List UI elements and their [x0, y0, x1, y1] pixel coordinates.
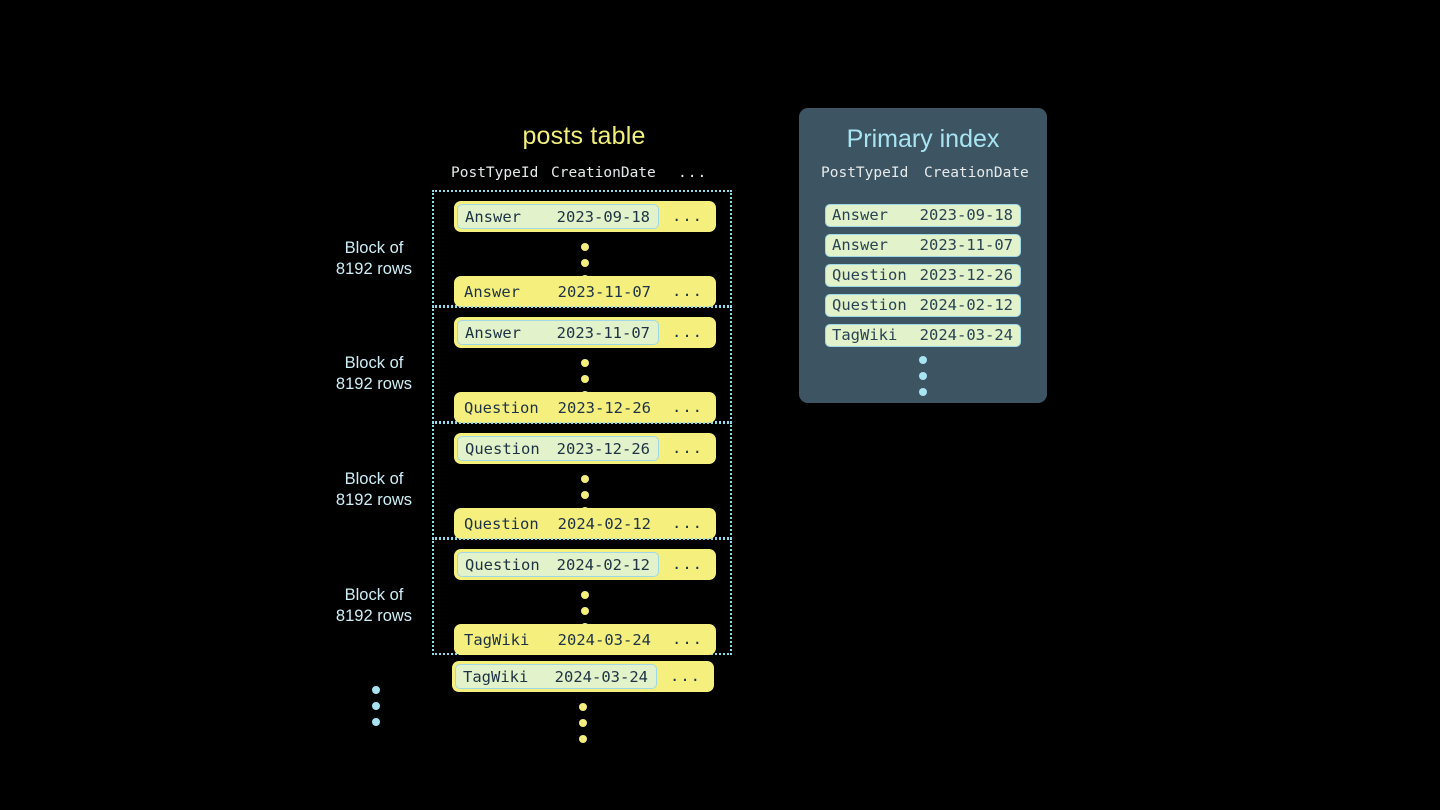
cell-creationdate: 2023-12-26 [557, 398, 651, 417]
index-row: TagWiki 2024-03-24 [825, 324, 1021, 347]
table-row: Answer 2023-09-18 ... [454, 201, 716, 232]
cell-posttypeid: Question [464, 514, 539, 533]
block-label-line1: Block of [344, 586, 404, 604]
row-key-cells: Answer 2023-11-07 [457, 320, 659, 345]
row-key-cells: Question 2023-12-26 [457, 395, 659, 420]
table-row: Answer 2023-11-07 ... [454, 276, 716, 307]
table-row: Question 2024-02-12 ... [454, 549, 716, 580]
cell-more: ... [672, 439, 703, 457]
cell-more: ... [672, 555, 703, 573]
cell-posttypeid: TagWiki [832, 326, 898, 344]
cell-posttypeid: Answer [464, 282, 520, 301]
cell-creationdate: 2024-02-12 [557, 514, 651, 533]
row-key-cells: Answer 2023-09-18 [457, 204, 659, 229]
cell-creationdate: 2023-11-07 [556, 323, 650, 342]
primary-index-title: Primary index [846, 125, 1000, 153]
block-label-3: Block of 8192 rows [294, 469, 454, 511]
index-continue-ellipsis-icon [919, 356, 928, 396]
vertical-ellipsis-icon [579, 703, 588, 743]
table-row: Question 2023-12-26 ... [454, 433, 716, 464]
posts-table-column-headers: PostTypeId CreationDate ... [433, 165, 735, 187]
block-label-line2: 8192 rows [335, 260, 413, 278]
table-row: TagWiki 2024-03-24 ... [452, 661, 714, 692]
cell-more: ... [672, 630, 703, 648]
table-row: Question 2023-12-26 ... [454, 392, 716, 423]
block-label-2: Block of 8192 rows [294, 353, 454, 395]
cell-creationdate: 2024-03-24 [554, 667, 648, 686]
table-block-2: Answer 2023-11-07 ... Question 2023-12-2… [432, 306, 732, 423]
column-header-creationdate: CreationDate [551, 165, 656, 181]
cell-creationdate: 2024-02-12 [919, 296, 1013, 314]
blocks-continue-ellipsis-icon [372, 686, 381, 726]
cell-posttypeid: TagWiki [464, 630, 530, 649]
row-key-cells: TagWiki 2024-03-24 [457, 627, 659, 652]
cell-creationdate: 2023-11-07 [919, 236, 1013, 254]
row-key-cells: Question 2023-12-26 [457, 436, 659, 461]
index-row: Question 2023-12-26 [825, 264, 1021, 287]
cell-creationdate: 2023-09-18 [556, 207, 650, 226]
cell-more: ... [672, 282, 703, 300]
cell-posttypeid: Question [832, 296, 907, 314]
cell-more: ... [670, 667, 701, 685]
cell-more: ... [672, 398, 703, 416]
block-label-line2: 8192 rows [335, 607, 413, 625]
primary-index-column-headers: PostTypeId CreationDate [799, 165, 1047, 187]
block-label-4: Block of 8192 rows [294, 585, 454, 627]
block-label-line2: 8192 rows [335, 375, 413, 393]
cell-posttypeid: Question [465, 439, 540, 458]
cell-more: ... [672, 323, 703, 341]
cell-creationdate: 2023-11-07 [557, 282, 651, 301]
block-label-line1: Block of [344, 470, 404, 488]
table-block-1: Answer 2023-09-18 ... Answer 2023-11-07 … [432, 190, 732, 307]
block-label-1: Block of 8192 rows [294, 238, 454, 280]
column-header-posttypeid: PostTypeId [821, 165, 909, 181]
block-label-line1: Block of [344, 354, 404, 372]
cell-creationdate: 2024-03-24 [557, 630, 651, 649]
column-header-more: ... [678, 165, 708, 181]
block-label-line1: Block of [344, 239, 404, 257]
cell-creationdate: 2024-03-24 [919, 326, 1013, 344]
cell-posttypeid: Question [465, 555, 540, 574]
cell-posttypeid: TagWiki [463, 667, 529, 686]
column-header-creationdate: CreationDate [924, 165, 1029, 181]
cell-creationdate: 2024-02-12 [556, 555, 650, 574]
cell-posttypeid: Answer [465, 207, 521, 226]
cell-more: ... [672, 207, 703, 225]
column-header-posttypeid: PostTypeId [451, 165, 539, 181]
row-key-cells: TagWiki 2024-03-24 [455, 664, 657, 689]
table-row: TagWiki 2024-03-24 ... [454, 624, 716, 655]
row-key-cells: Question 2024-02-12 [457, 552, 659, 577]
cell-posttypeid: Question [832, 266, 907, 284]
index-row: Answer 2023-09-18 [825, 204, 1021, 227]
cell-posttypeid: Question [464, 398, 539, 417]
cell-posttypeid: Answer [832, 236, 888, 254]
row-key-cells: Question 2024-02-12 [457, 511, 659, 536]
row-key-cells: Answer 2023-11-07 [457, 279, 659, 304]
table-block-3: Question 2023-12-26 ... Question 2024-02… [432, 422, 732, 539]
page-title: posts table [522, 122, 646, 150]
posts-table-group: posts table PostTypeId CreationDate ... … [330, 110, 750, 750]
block-label-line2: 8192 rows [335, 491, 413, 509]
table-block-4: Question 2024-02-12 ... TagWiki 2024-03-… [432, 538, 732, 655]
cell-posttypeid: Answer [465, 323, 521, 342]
table-row: Answer 2023-11-07 ... [454, 317, 716, 348]
primary-index-panel: Primary index PostTypeId CreationDate An… [799, 108, 1047, 403]
cell-creationdate: 2023-09-18 [919, 206, 1013, 224]
index-row: Question 2024-02-12 [825, 294, 1021, 317]
cell-more: ... [672, 514, 703, 532]
index-row: Answer 2023-11-07 [825, 234, 1021, 257]
table-row: Question 2024-02-12 ... [454, 508, 716, 539]
cell-posttypeid: Answer [832, 206, 888, 224]
cell-creationdate: 2023-12-26 [556, 439, 650, 458]
cell-creationdate: 2023-12-26 [919, 266, 1013, 284]
